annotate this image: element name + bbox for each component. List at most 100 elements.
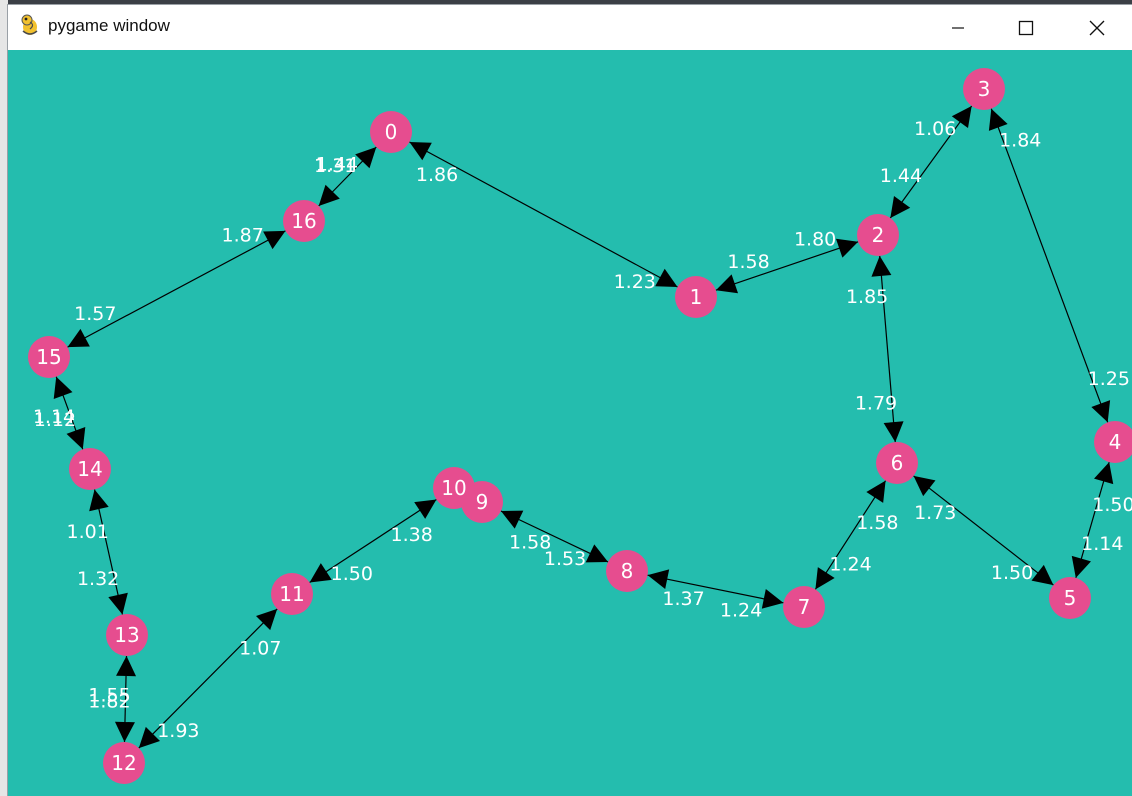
edge-weight-label: 1.73: [914, 502, 956, 524]
graph-node-7[interactable]: 7: [783, 586, 825, 628]
edge-3-2: [889, 105, 973, 219]
edge-weight-label: 1.58: [727, 251, 769, 273]
arrowhead: [655, 268, 678, 288]
edge-line: [1075, 462, 1110, 578]
node-circle: [876, 442, 918, 484]
graph-node-1[interactable]: 1: [675, 276, 717, 318]
node-label: 4: [1109, 430, 1122, 454]
edge-weight-label: 1.87: [221, 225, 263, 247]
edge-weight-label: 1.24: [829, 553, 871, 575]
arrowhead: [263, 230, 286, 250]
arrowhead: [409, 141, 432, 161]
edge-weight-label: 1.07: [239, 638, 281, 660]
edge-weight-label: 1.85: [846, 286, 888, 308]
arrowhead: [414, 499, 437, 519]
close-button[interactable]: [1062, 5, 1132, 50]
arrowhead: [1031, 564, 1054, 586]
arrowhead: [53, 376, 73, 399]
graph-node-12[interactable]: 12: [103, 742, 145, 784]
edge-weight-label: 1.38: [391, 524, 433, 546]
arrowhead: [1071, 555, 1091, 578]
node-circle: [283, 200, 325, 242]
arrowhead: [647, 569, 670, 589]
node-circle: [857, 214, 899, 256]
arrowhead: [116, 655, 137, 677]
edge-line: [647, 574, 784, 604]
edge-weight-label: 1.14: [33, 406, 75, 428]
arrowhead: [951, 105, 972, 129]
graph-node-3[interactable]: 3: [963, 68, 1005, 110]
edge-weight-label: 1.31: [314, 155, 356, 177]
maximize-button[interactable]: [991, 5, 1061, 50]
graph-drawing: 1.861.231.441.311.871.571.121.141.011.32…: [28, 68, 1132, 784]
arrowhead: [1094, 462, 1114, 485]
graph-node-4[interactable]: 4: [1094, 421, 1132, 463]
graph-node-6[interactable]: 6: [876, 442, 918, 484]
edge-weight-label: 1.84: [999, 130, 1041, 152]
arrowhead: [309, 563, 332, 583]
edge-line: [309, 498, 437, 584]
edge-weight-label: 1.53: [544, 548, 586, 570]
edge-line: [715, 241, 859, 291]
edge-13-12: [114, 655, 137, 743]
edge-weight-label: 1.37: [662, 588, 704, 610]
edge-weight-label: 1.57: [74, 303, 116, 325]
maximize-icon: [1018, 20, 1034, 36]
edge-14-13: [89, 489, 128, 615]
node-label: 15: [36, 345, 61, 369]
arrowhead: [890, 195, 911, 219]
edge-6-5: [913, 475, 1054, 586]
minimize-button[interactable]: [923, 5, 993, 50]
edge-line: [889, 105, 973, 219]
edge-weight-label: 1.50: [331, 563, 373, 585]
edge-weight-label: 1.24: [720, 600, 762, 622]
arrowhead: [883, 421, 904, 443]
edge-4-3: [988, 108, 1111, 423]
node-circle: [370, 111, 412, 153]
edge-0-16: [318, 146, 377, 207]
node-label: 16: [291, 209, 316, 233]
node-label: 2: [872, 223, 885, 247]
node-label: 12: [111, 751, 136, 775]
taskbar-strip: [0, 0, 1132, 7]
graph-node-15[interactable]: 15: [28, 336, 70, 378]
arrowhead: [114, 721, 135, 743]
graph-node-10[interactable]: 10: [433, 467, 475, 509]
minimize-icon: [951, 21, 965, 35]
node-circle: [28, 336, 70, 378]
arrowhead: [67, 328, 90, 348]
node-label: 9: [476, 490, 489, 514]
graph-node-2[interactable]: 2: [857, 214, 899, 256]
arrowhead: [988, 108, 1008, 131]
graph-node-16[interactable]: 16: [283, 200, 325, 242]
edge-0-1: [409, 141, 678, 288]
arrowhead: [866, 480, 886, 503]
node-label: 14: [77, 457, 102, 481]
graph-node-13[interactable]: 13: [106, 614, 148, 656]
arrowhead: [500, 510, 524, 529]
edge-weight-label: 1.50: [1092, 494, 1132, 516]
node-circle: [106, 614, 148, 656]
edge-weight-label: 1.06: [914, 118, 956, 140]
arrowhead: [138, 726, 160, 749]
arrowhead: [1091, 400, 1111, 423]
edge-5-4: [1071, 462, 1114, 578]
graph-node-0[interactable]: 0: [370, 111, 412, 153]
node-circle: [1049, 577, 1091, 619]
arrowhead: [585, 544, 609, 563]
node-label: 5: [1064, 586, 1077, 610]
node-circle: [271, 573, 313, 615]
arrowhead: [89, 489, 109, 512]
arrowhead: [835, 238, 859, 258]
graph-node-11[interactable]: 11: [271, 573, 313, 615]
graph-node-8[interactable]: 8: [606, 550, 648, 592]
edge-2-6: [871, 255, 904, 443]
graph-node-14[interactable]: 14: [69, 448, 111, 490]
node-label: 13: [114, 623, 139, 647]
node-circle: [783, 586, 825, 628]
graph-node-5[interactable]: 5: [1049, 577, 1091, 619]
arrowhead: [761, 589, 784, 609]
title-bar[interactable]: pygame window: [8, 5, 1132, 50]
